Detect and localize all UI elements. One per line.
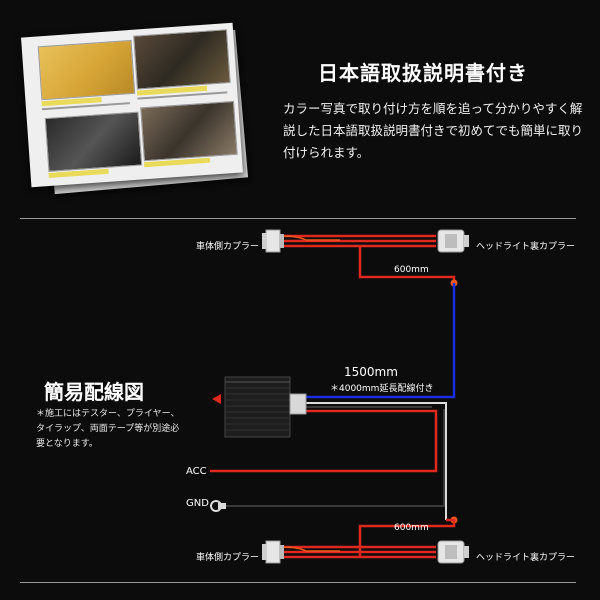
top-length-label: 600mm — [394, 265, 429, 275]
top-vehicle-coupler-label: 車体側カプラー — [196, 242, 260, 252]
section-divider-top — [20, 218, 576, 219]
control-unit-box — [224, 376, 307, 438]
top-headlight-coupler-label: ヘッドライト裏カプラー — [476, 242, 576, 252]
bottom-length-label: 600mm — [394, 523, 429, 533]
top-harness — [262, 229, 469, 287]
white-wire — [306, 402, 447, 520]
diagram-note: ＊施工にはテスター、プライヤー、タイラップ、両面テープ等が別途必要となります。 — [36, 409, 180, 449]
gnd-label: GND — [186, 498, 209, 509]
gnd-ring-terminal-icon — [210, 500, 226, 512]
manual-description: カラー写真で取り付け方を順を追って分かりやすく解説した日本語取扱説明書付きで初め… — [283, 101, 584, 160]
main-length-label: 1500mm — [344, 365, 398, 379]
section-divider-bottom — [20, 582, 576, 583]
manual-heading: 日本語取扱説明書付き — [318, 61, 528, 85]
blue-main-wire — [306, 283, 456, 399]
bottom-harness — [262, 540, 469, 564]
acc-wire — [210, 409, 438, 473]
diagram-title: 簡易配線図 — [44, 380, 144, 404]
bottom-vehicle-coupler-label: 車体側カプラー — [196, 553, 260, 563]
bottom-headlight-coupler-label: ヘッドライト裏カプラー — [476, 553, 576, 563]
top-vehicle-coupler-icon — [262, 229, 284, 253]
top-headlight-coupler-icon — [437, 229, 469, 253]
acc-label: ACC — [186, 466, 207, 477]
bottom-vehicle-coupler-icon — [262, 540, 284, 564]
arrow-marker-icon — [212, 394, 221, 404]
gnd-wire — [224, 409, 445, 507]
bottom-headlight-coupler-icon — [437, 540, 469, 564]
extension-note: ＊4000mm延長配線付き — [330, 384, 434, 394]
